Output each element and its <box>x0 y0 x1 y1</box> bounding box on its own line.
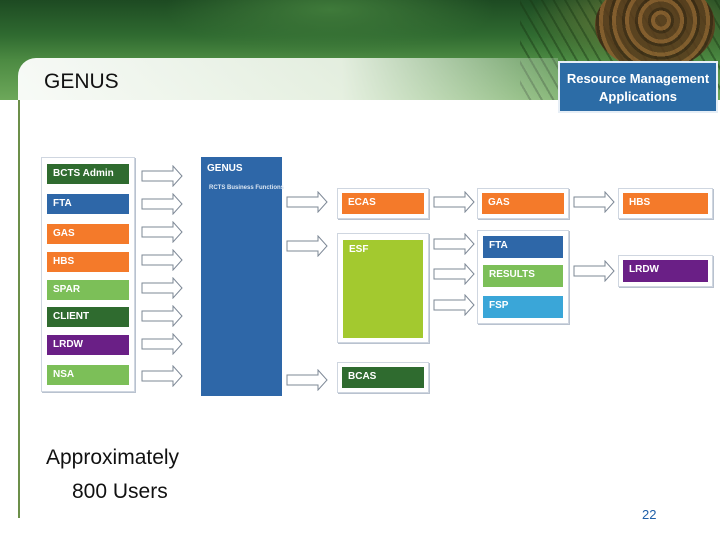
source-box-nsa: NSA <box>47 365 129 385</box>
source-label: HBS <box>53 256 75 267</box>
arrow-client-to-genus <box>141 305 183 327</box>
hbs-label: HBS <box>629 197 651 208</box>
gas-group: GAS <box>477 188 569 219</box>
lrdw-label: LRDW <box>629 264 659 275</box>
esf-box: ESF <box>343 240 423 338</box>
arrow-esf-to-fsp <box>433 294 475 316</box>
hbs-group: HBS <box>618 188 713 219</box>
slide-title: GENUS <box>44 70 119 93</box>
rma-logo: Resource Management Applications <box>558 61 718 113</box>
source-box-spar: SPAR <box>47 280 129 300</box>
arrow-ecas-to-gas <box>433 191 475 213</box>
rma-logo-line1: Resource Management <box>566 71 710 86</box>
results-box: RESULTS <box>483 265 563 287</box>
source-box-bcts-admin: BCTS Admin <box>47 164 129 184</box>
arrow-gas-to-hbs <box>573 191 615 213</box>
ecas-box: ECAS <box>342 193 424 214</box>
bcas-group: BCAS <box>337 362 429 393</box>
arrow-genus-to-esf <box>286 235 328 257</box>
source-label: BCTS Admin <box>53 168 114 179</box>
source-box-lrdw: LRDW <box>47 335 129 355</box>
source-label: LRDW <box>53 339 83 350</box>
genus-hub-sublabel: RCTS Business Functions <box>209 185 285 191</box>
fta-box: FTA <box>483 236 563 258</box>
lrdw-group: LRDW <box>618 255 713 287</box>
bcas-box: BCAS <box>342 367 424 388</box>
source-label: CLIENT <box>53 311 90 322</box>
arrow-hbs-to-genus <box>141 249 183 271</box>
title-strip <box>18 58 558 100</box>
fsp-label: FSP <box>489 300 509 311</box>
esf-group: ESF <box>337 233 429 343</box>
left-rule <box>18 100 20 518</box>
source-label: GAS <box>53 228 75 239</box>
source-label: FTA <box>53 198 72 209</box>
footer-text-line2: 800 Users <box>72 480 168 503</box>
arrow-gas-to-genus <box>141 221 183 243</box>
source-box-gas: GAS <box>47 224 129 244</box>
source-box-client: CLIENT <box>47 307 129 327</box>
source-systems-group: BCTS Admin FTA GAS HBS SPAR CLIENT LRDW … <box>41 157 135 392</box>
ecas-label: ECAS <box>348 197 376 208</box>
fta-label: FTA <box>489 240 508 251</box>
arrow-nsa-to-genus <box>141 365 183 387</box>
fsp-box: FSP <box>483 296 563 318</box>
arrow-spar-to-genus <box>141 277 183 299</box>
arrow-bcts-to-genus <box>141 165 183 187</box>
source-label: SPAR <box>53 284 81 295</box>
lrdw-box: LRDW <box>623 260 708 282</box>
esf-label: ESF <box>349 244 369 255</box>
genus-hub-label: GENUS <box>207 163 243 174</box>
arrow-fta-to-genus <box>141 193 183 215</box>
pine-cone-image <box>595 0 715 70</box>
genus-hub-box: GENUS RCTS Business Functions <box>201 157 285 396</box>
hbs-box: HBS <box>623 193 708 214</box>
rma-logo-line2: Applications <box>598 89 677 104</box>
source-box-fta: FTA <box>47 194 129 214</box>
source-label: NSA <box>53 369 75 380</box>
fta-results-fsp-group: FTA RESULTS FSP <box>477 230 569 324</box>
arrow-genus-to-ecas <box>286 191 328 213</box>
arrow-fta-to-lrdw <box>573 260 615 282</box>
gas-box: GAS <box>482 193 564 214</box>
results-label: RESULTS <box>489 269 535 280</box>
bcas-label: BCAS <box>348 371 377 382</box>
ecas-group: ECAS <box>337 188 429 219</box>
gas-label: GAS <box>488 197 510 208</box>
arrow-esf-to-results <box>433 263 475 285</box>
arrow-esf-to-fta <box>433 233 475 255</box>
arrow-genus-to-bcas <box>286 369 328 391</box>
footer-text-line1: Approximately <box>46 446 180 469</box>
source-box-hbs: HBS <box>47 252 129 272</box>
page-number: 22 <box>642 507 657 522</box>
arrow-lrdw-to-genus <box>141 333 183 355</box>
